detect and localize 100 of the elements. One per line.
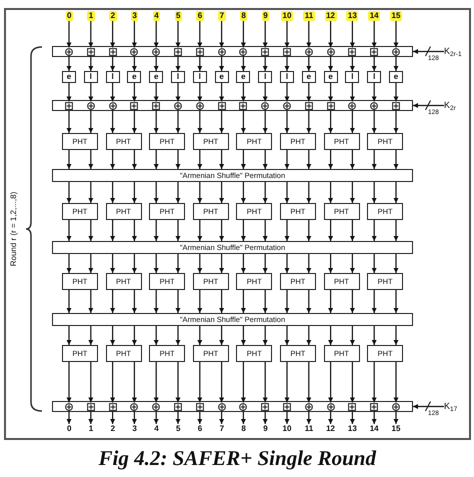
arrow xyxy=(284,150,290,169)
arrow xyxy=(394,220,398,241)
output-byte-number: 4 xyxy=(152,424,160,434)
arrow xyxy=(154,110,159,133)
arrow xyxy=(66,290,72,313)
arrow xyxy=(132,362,137,402)
arrow xyxy=(88,220,94,241)
function-box: l xyxy=(345,71,360,83)
arrow xyxy=(372,83,377,102)
arrow xyxy=(154,56,159,71)
arrow xyxy=(372,254,377,273)
boxed-plus-icon xyxy=(196,48,204,56)
output-byte-number: 15 xyxy=(390,424,402,434)
arrow xyxy=(110,150,116,169)
arrow xyxy=(219,150,224,169)
boxed-plus-icon xyxy=(108,48,117,56)
function-box: e xyxy=(324,71,338,83)
arrow xyxy=(372,326,377,345)
arrow xyxy=(110,110,116,133)
input-byte-number: 10 xyxy=(281,11,293,21)
arrow xyxy=(132,110,137,133)
arrow xyxy=(262,110,268,133)
arrow xyxy=(394,56,398,71)
arrow xyxy=(372,150,377,169)
arrow xyxy=(284,290,290,313)
boxed-plus-icon xyxy=(261,402,270,410)
arrow xyxy=(197,254,202,273)
arrow xyxy=(197,110,202,133)
arrow xyxy=(240,150,246,169)
arrow xyxy=(394,110,398,133)
boxed-plus-icon xyxy=(86,402,95,410)
operation-bar xyxy=(52,401,413,412)
arrow xyxy=(132,182,137,203)
arrow xyxy=(110,326,116,345)
arrow xyxy=(154,362,159,402)
arrow xyxy=(306,150,312,169)
circled-plus-icon xyxy=(326,402,335,410)
function-box: e xyxy=(127,71,142,83)
circled-plus-icon xyxy=(65,402,73,410)
arrow xyxy=(66,21,72,48)
boxed-plus-icon xyxy=(283,402,291,410)
arrow xyxy=(262,326,268,345)
input-byte-number: 4 xyxy=(152,11,160,21)
output-byte-number: 0 xyxy=(66,424,73,434)
arrow xyxy=(350,83,355,102)
arrow xyxy=(66,410,72,424)
arrow xyxy=(262,150,268,169)
arrow xyxy=(197,326,202,345)
arrow xyxy=(306,362,312,402)
boxed-plus-icon xyxy=(174,402,182,410)
boxed-plus-icon xyxy=(392,102,400,110)
arrow xyxy=(284,21,290,48)
arrow xyxy=(240,182,246,203)
arrow xyxy=(219,220,224,241)
arrow xyxy=(176,220,180,241)
arrow xyxy=(176,254,180,273)
arrow xyxy=(372,362,377,402)
arrow xyxy=(306,290,312,313)
arrow xyxy=(219,83,224,102)
arrow xyxy=(284,326,290,345)
circled-plus-icon xyxy=(370,102,378,110)
output-byte-number: 10 xyxy=(281,424,293,434)
arrow xyxy=(394,410,398,424)
arrow xyxy=(350,410,355,424)
arrow xyxy=(110,21,116,48)
input-byte-number: 9 xyxy=(262,11,270,21)
arrow xyxy=(66,83,72,102)
function-box: e xyxy=(214,71,229,83)
arrow xyxy=(394,290,398,313)
operation-bar xyxy=(52,100,413,111)
arrow xyxy=(110,290,116,313)
arrow xyxy=(176,21,180,48)
arrow xyxy=(110,83,116,102)
arrow xyxy=(372,182,377,203)
boxed-plus-icon xyxy=(348,48,356,56)
function-box: l xyxy=(280,71,294,83)
circled-plus-icon xyxy=(174,102,182,110)
arrow xyxy=(132,150,137,169)
arrow xyxy=(110,56,116,71)
input-byte-number: 3 xyxy=(130,11,138,21)
arrow xyxy=(240,83,246,102)
arrow xyxy=(394,83,398,102)
circled-plus-icon xyxy=(152,48,160,56)
arrow xyxy=(262,21,268,48)
boxed-plus-icon xyxy=(239,102,248,110)
arrow xyxy=(328,83,334,102)
arrow xyxy=(240,326,246,345)
arrow xyxy=(88,83,94,102)
output-byte-number: 6 xyxy=(196,424,204,434)
arrow xyxy=(350,290,355,313)
arrow xyxy=(219,110,224,133)
arrow xyxy=(197,83,202,102)
arrow xyxy=(284,83,290,102)
arrow xyxy=(154,182,159,203)
arrow xyxy=(66,110,72,133)
boxed-plus-icon xyxy=(304,102,313,110)
arrow xyxy=(176,56,180,71)
arrow xyxy=(306,326,312,345)
output-byte-number: 1 xyxy=(87,424,95,434)
function-box: e xyxy=(236,71,250,83)
